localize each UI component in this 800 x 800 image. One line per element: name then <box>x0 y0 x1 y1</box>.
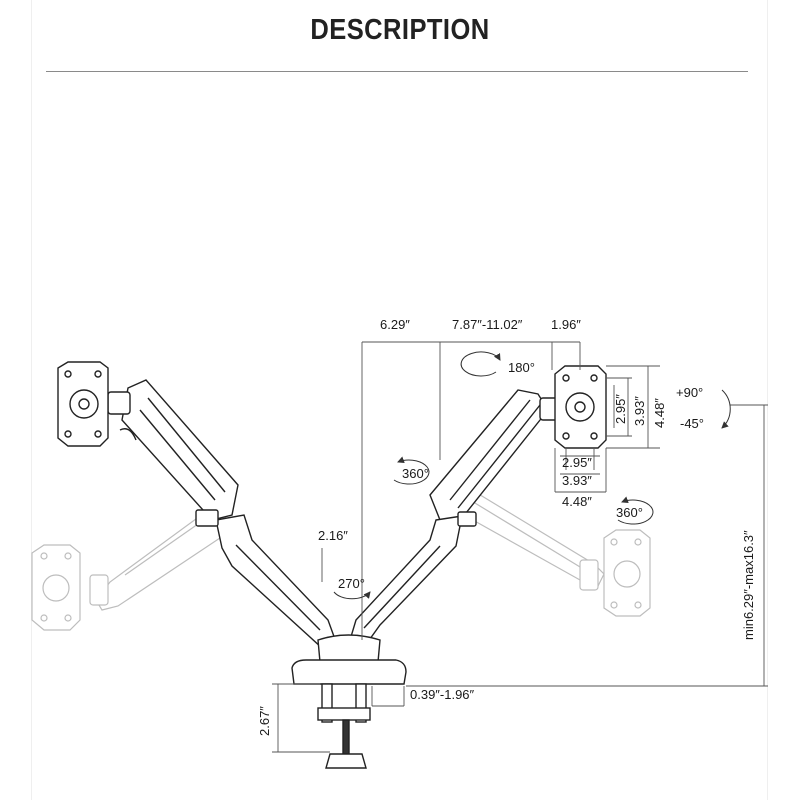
monitor-plate-right <box>554 365 607 449</box>
dim-clamp-thickness: 0.39″-1.96″ <box>410 687 475 702</box>
angle-rotate-head: 180° <box>508 360 535 375</box>
page-title: DESCRIPTION <box>310 14 490 46</box>
dim-vesa-w-mid: 3.93″ <box>562 473 592 488</box>
angle-base-swivel: 270° <box>338 576 365 591</box>
dim-height-range: min6.29″-max16.3″ <box>741 530 756 640</box>
dim-vesa-h-large: 4.48″ <box>652 398 667 428</box>
desk-base <box>291 634 407 685</box>
dim-offset-top: 6.29″ <box>380 317 410 332</box>
ghost-monitor-plate-left <box>31 544 81 631</box>
upper-arm-left <box>107 379 239 521</box>
page-edge-left <box>31 0 32 800</box>
dim-head-offset: 1.96″ <box>551 317 581 332</box>
angle-swivel-head: 360° <box>616 505 643 520</box>
dim-vesa-w-large: 4.48″ <box>562 494 592 509</box>
monitor-plate-left <box>57 361 109 447</box>
dimension-lines <box>272 341 768 753</box>
dim-arm-reach: 7.87″-11.02″ <box>452 317 523 332</box>
lower-arm-right <box>349 511 477 652</box>
dim-vesa-h-mid: 3.93″ <box>632 396 647 426</box>
rotation-arrows <box>333 351 731 600</box>
desk-clamp <box>317 683 371 769</box>
upper-arm-right <box>429 389 563 521</box>
dim-vesa-h-small: 2.95″ <box>613 394 628 424</box>
dim-elbow-offset: 2.16″ <box>318 528 348 543</box>
ghost-monitor-plate-right <box>603 529 651 617</box>
dim-vesa-w-small: 2.95″ <box>562 455 592 470</box>
angle-swivel-arm: 360° <box>402 466 429 481</box>
angle-tilt-down: -45° <box>680 416 704 431</box>
page-edge-right <box>767 0 768 800</box>
title-divider <box>46 71 748 72</box>
angle-tilt-up: +90° <box>676 385 703 400</box>
dim-base-height: 2.67″ <box>257 706 272 736</box>
